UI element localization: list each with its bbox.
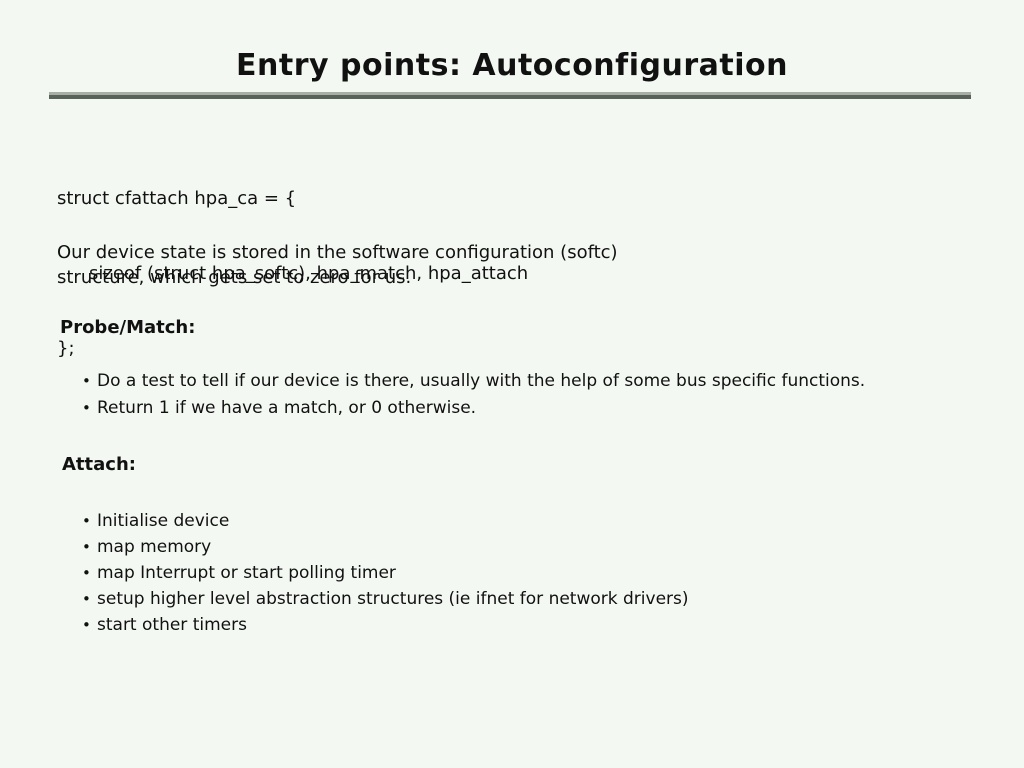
paragraph-line: structure, which gets set to zero for us… (57, 267, 412, 288)
bullet-list-attach: • Initialise device • map memory • map I… (82, 511, 689, 641)
list-item: • start other timers (82, 615, 689, 641)
bullet-icon: • (82, 512, 91, 530)
list-item-text: setup higher level abstraction structure… (97, 589, 689, 609)
bullet-list-probe-match: • Do a test to tell if our device is the… (82, 371, 865, 425)
code-block: struct cfattach hpa_ca = { sizeof (struc… (57, 136, 528, 411)
section-heading-attach: Attach: (62, 454, 136, 475)
list-item-text: Do a test to tell if our device is there… (97, 371, 866, 391)
list-item-text: Initialise device (97, 511, 230, 531)
title-divider-rule (49, 92, 971, 99)
code-line: sizeof (struct hpa_softc), hpa_match, hp… (89, 263, 529, 284)
list-item: • Do a test to tell if our device is the… (82, 371, 865, 398)
list-item: • setup higher level abstraction structu… (82, 589, 689, 615)
list-item-text: Return 1 if we have a match, or 0 otherw… (97, 398, 477, 418)
paragraph-line: Our device state is stored in the softwa… (57, 242, 618, 263)
body-paragraph: Our device state is stored in the softwa… (57, 240, 618, 290)
section-heading-probe-match: Probe/Match: (60, 317, 196, 338)
list-item: • map Interrupt or start polling timer (82, 563, 689, 589)
list-item-text: map memory (97, 537, 212, 557)
bullet-icon: • (82, 564, 91, 582)
bullet-icon: • (82, 590, 91, 608)
bullet-icon: • (82, 538, 91, 556)
code-line: struct cfattach hpa_ca = { (57, 188, 297, 209)
bullet-icon: • (82, 616, 91, 634)
list-item: • map memory (82, 537, 689, 563)
bullet-icon: • (82, 372, 91, 390)
bullet-icon: • (82, 399, 91, 417)
list-item-text: map Interrupt or start polling timer (97, 563, 396, 583)
code-line: }; (57, 338, 75, 359)
list-item: • Initialise device (82, 511, 689, 537)
list-item-text: start other timers (97, 615, 247, 635)
slide-title: Entry points: Autoconfiguration (236, 48, 788, 83)
list-item: • Return 1 if we have a match, or 0 othe… (82, 398, 865, 425)
